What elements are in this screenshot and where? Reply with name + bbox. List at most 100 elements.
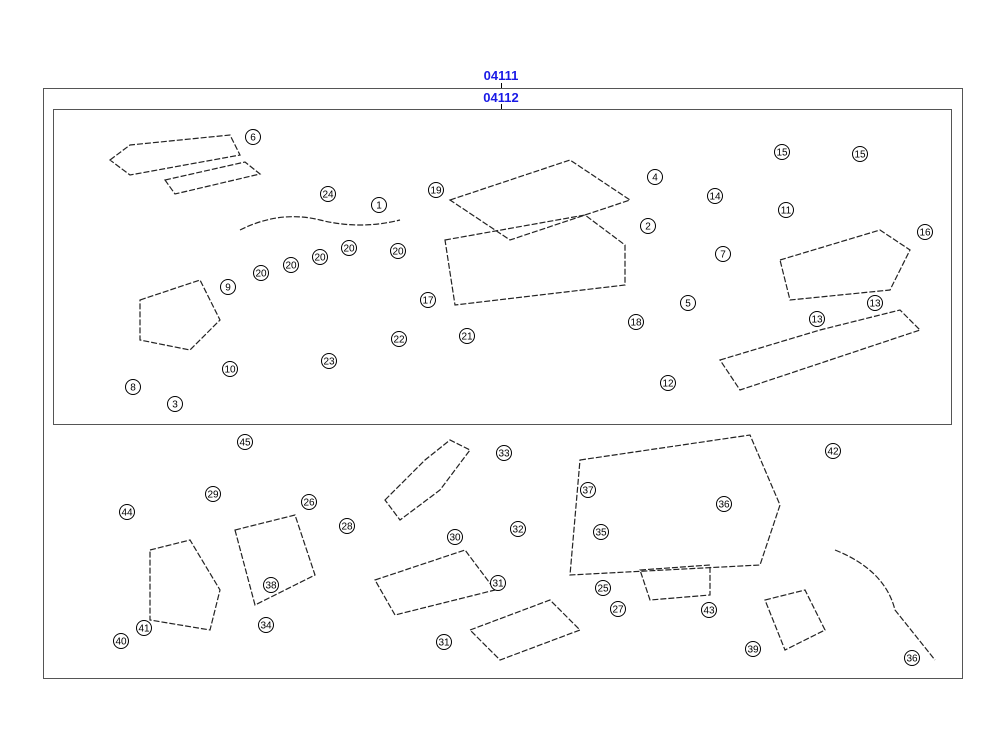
callout-number: 30 [449, 533, 461, 544]
callout-44[interactable]: 44 [119, 504, 135, 520]
callout-circle [510, 521, 526, 537]
callout-26[interactable]: 26 [301, 494, 317, 510]
callout-35[interactable]: 35 [593, 524, 609, 540]
callout-circle [390, 243, 406, 259]
callout-circle [428, 182, 444, 198]
callout-7[interactable]: 7 [715, 246, 731, 262]
callout-25[interactable]: 25 [595, 580, 611, 596]
callout-number: 3 [172, 400, 178, 411]
callout-13[interactable]: 13 [867, 295, 883, 311]
water-outlet-drawing [384, 439, 471, 521]
callout-27[interactable]: 27 [610, 601, 626, 617]
callout-42[interactable]: 42 [825, 443, 841, 459]
callout-3[interactable]: 3 [167, 396, 183, 412]
callout-31[interactable]: 31 [436, 634, 452, 650]
callout-4[interactable]: 4 [647, 169, 663, 185]
callout-number: 12 [662, 379, 674, 390]
callout-circle [490, 575, 506, 591]
callout-20[interactable]: 20 [253, 265, 269, 281]
callout-9[interactable]: 9 [220, 279, 236, 295]
callout-2[interactable]: 2 [640, 218, 656, 234]
callout-24[interactable]: 24 [320, 186, 336, 202]
callout-6[interactable]: 6 [245, 129, 261, 145]
callout-15[interactable]: 15 [774, 144, 790, 160]
callout-21[interactable]: 21 [459, 328, 475, 344]
callout-33[interactable]: 33 [496, 445, 512, 461]
callout-circle [245, 129, 261, 145]
callout-31[interactable]: 31 [490, 575, 506, 591]
timing-cover-drawing [149, 539, 221, 631]
callout-15[interactable]: 15 [852, 146, 868, 162]
assembly-code-link[interactable]: 04111 [483, 68, 519, 83]
callout-38[interactable]: 38 [263, 577, 279, 593]
callout-circle [593, 524, 609, 540]
callout-circle [610, 601, 626, 617]
callout-29[interactable]: 29 [205, 486, 221, 502]
callout-circle [339, 518, 355, 534]
callout-11[interactable]: 11 [778, 202, 794, 218]
callout-number: 40 [115, 637, 127, 648]
callout-number: 2 [645, 222, 651, 233]
callout-8[interactable]: 8 [125, 379, 141, 395]
callout-45[interactable]: 45 [237, 434, 253, 450]
callout-37[interactable]: 37 [580, 482, 596, 498]
callout-22[interactable]: 22 [391, 331, 407, 347]
callout-1[interactable]: 1 [371, 197, 387, 213]
callout-circle [707, 188, 723, 204]
intake-manifold-drawing [779, 229, 911, 301]
callout-number: 28 [341, 522, 353, 533]
callout-17[interactable]: 17 [420, 292, 436, 308]
callout-number: 45 [239, 438, 251, 449]
callout-circle [119, 504, 135, 520]
callout-34[interactable]: 34 [258, 617, 274, 633]
callout-circle [595, 580, 611, 596]
callout-13[interactable]: 13 [809, 311, 825, 327]
callout-circle [496, 445, 512, 461]
callout-41[interactable]: 41 [136, 620, 152, 636]
callout-circle [263, 577, 279, 593]
callout-20[interactable]: 20 [312, 249, 328, 265]
assembly-frame [43, 88, 963, 679]
callout-30[interactable]: 30 [447, 529, 463, 545]
callout-circle [320, 186, 336, 202]
callout-number: 41 [138, 624, 150, 635]
callout-number: 7 [720, 250, 726, 261]
callout-5[interactable]: 5 [680, 295, 696, 311]
callout-number: 43 [703, 606, 715, 617]
callout-circle [237, 434, 253, 450]
callout-36[interactable]: 36 [716, 496, 732, 512]
callout-23[interactable]: 23 [321, 353, 337, 369]
callout-number: 10 [224, 365, 236, 376]
callout-circle [205, 486, 221, 502]
callout-circle [715, 246, 731, 262]
callout-number: 20 [255, 269, 267, 280]
callout-circle [312, 249, 328, 265]
callout-20[interactable]: 20 [283, 257, 299, 273]
callout-number: 36 [718, 500, 730, 511]
callout-circle [436, 634, 452, 650]
callout-number: 19 [430, 186, 442, 197]
callout-20[interactable]: 20 [341, 240, 357, 256]
callout-32[interactable]: 32 [510, 521, 526, 537]
callout-number: 23 [323, 357, 335, 368]
callout-12[interactable]: 12 [660, 375, 676, 391]
callout-43[interactable]: 43 [701, 602, 717, 618]
cylinder-head-drawing [444, 214, 626, 306]
callout-10[interactable]: 10 [222, 361, 238, 377]
callout-number: 13 [811, 315, 823, 326]
callout-20[interactable]: 20 [390, 243, 406, 259]
callout-36[interactable]: 36 [904, 650, 920, 666]
subassembly-frame [53, 109, 952, 425]
callout-number: 16 [919, 228, 931, 239]
subassembly-code-link[interactable]: 04112 [483, 90, 519, 105]
callout-39[interactable]: 39 [745, 641, 761, 657]
callout-circle [716, 496, 732, 512]
callout-16[interactable]: 16 [917, 224, 933, 240]
callout-19[interactable]: 19 [428, 182, 444, 198]
callout-28[interactable]: 28 [339, 518, 355, 534]
callout-18[interactable]: 18 [628, 314, 644, 330]
callout-14[interactable]: 14 [707, 188, 723, 204]
callout-40[interactable]: 40 [113, 633, 129, 649]
callout-circle [136, 620, 152, 636]
leader-tick [501, 104, 502, 109]
